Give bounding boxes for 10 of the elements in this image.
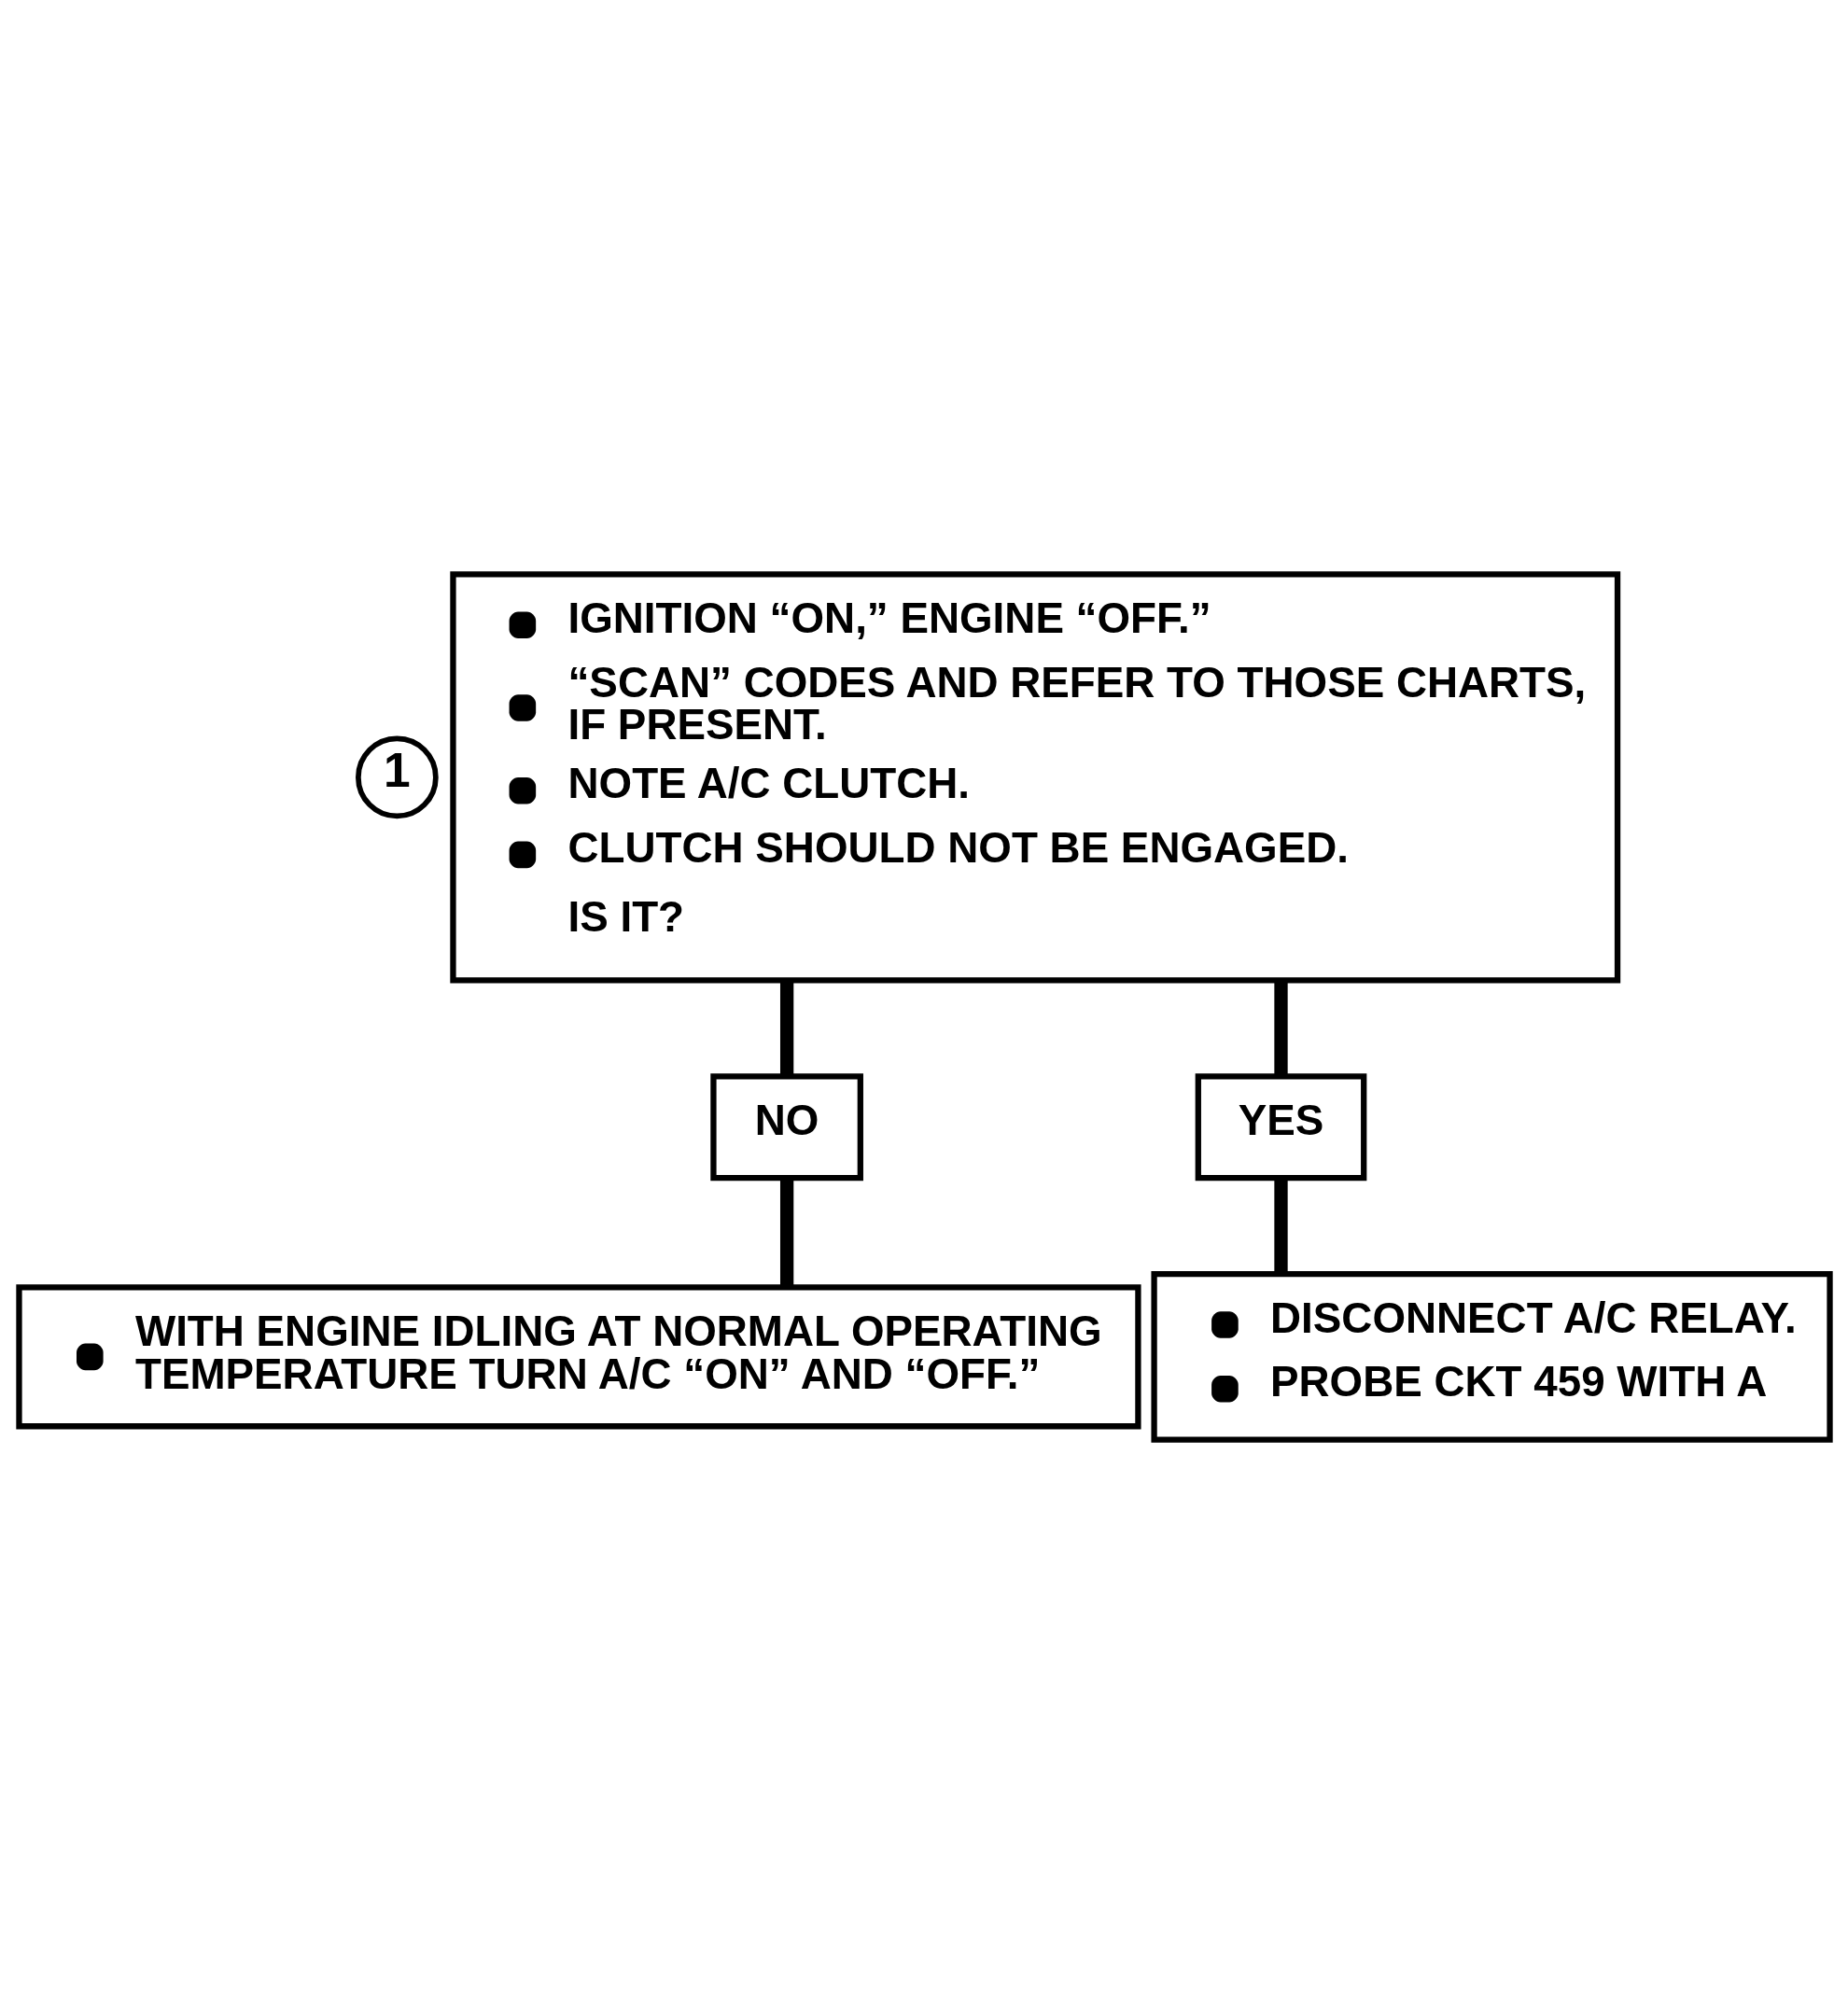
node-box: YES <box>1195 1073 1366 1182</box>
connector <box>1273 980 1288 1077</box>
node-label: 1 <box>383 742 411 797</box>
connector <box>1273 1178 1288 1274</box>
node-box: WITH ENGINE IDLING AT NORMAL OPERATING TEMPERATURE TURN A/C “ON” AND “OFF.” <box>15 1284 1141 1430</box>
connector <box>779 1178 793 1287</box>
node-box: IGNITION “ON,” ENGINE “OFF.” “SCAN” CODES AND REFER TO THOSE CHARTS, IF PRESENT. NOTE A/C CLUTCH. CLUTCH SHOULD NOT BE ENGAGED. IS IT? <box>449 571 1620 984</box>
node-box: DISCONNECT A/C RELAY. PROBE CKT 459 WITH A <box>1150 1271 1833 1443</box>
node-box: NO <box>709 1073 863 1182</box>
connector <box>779 980 793 1077</box>
